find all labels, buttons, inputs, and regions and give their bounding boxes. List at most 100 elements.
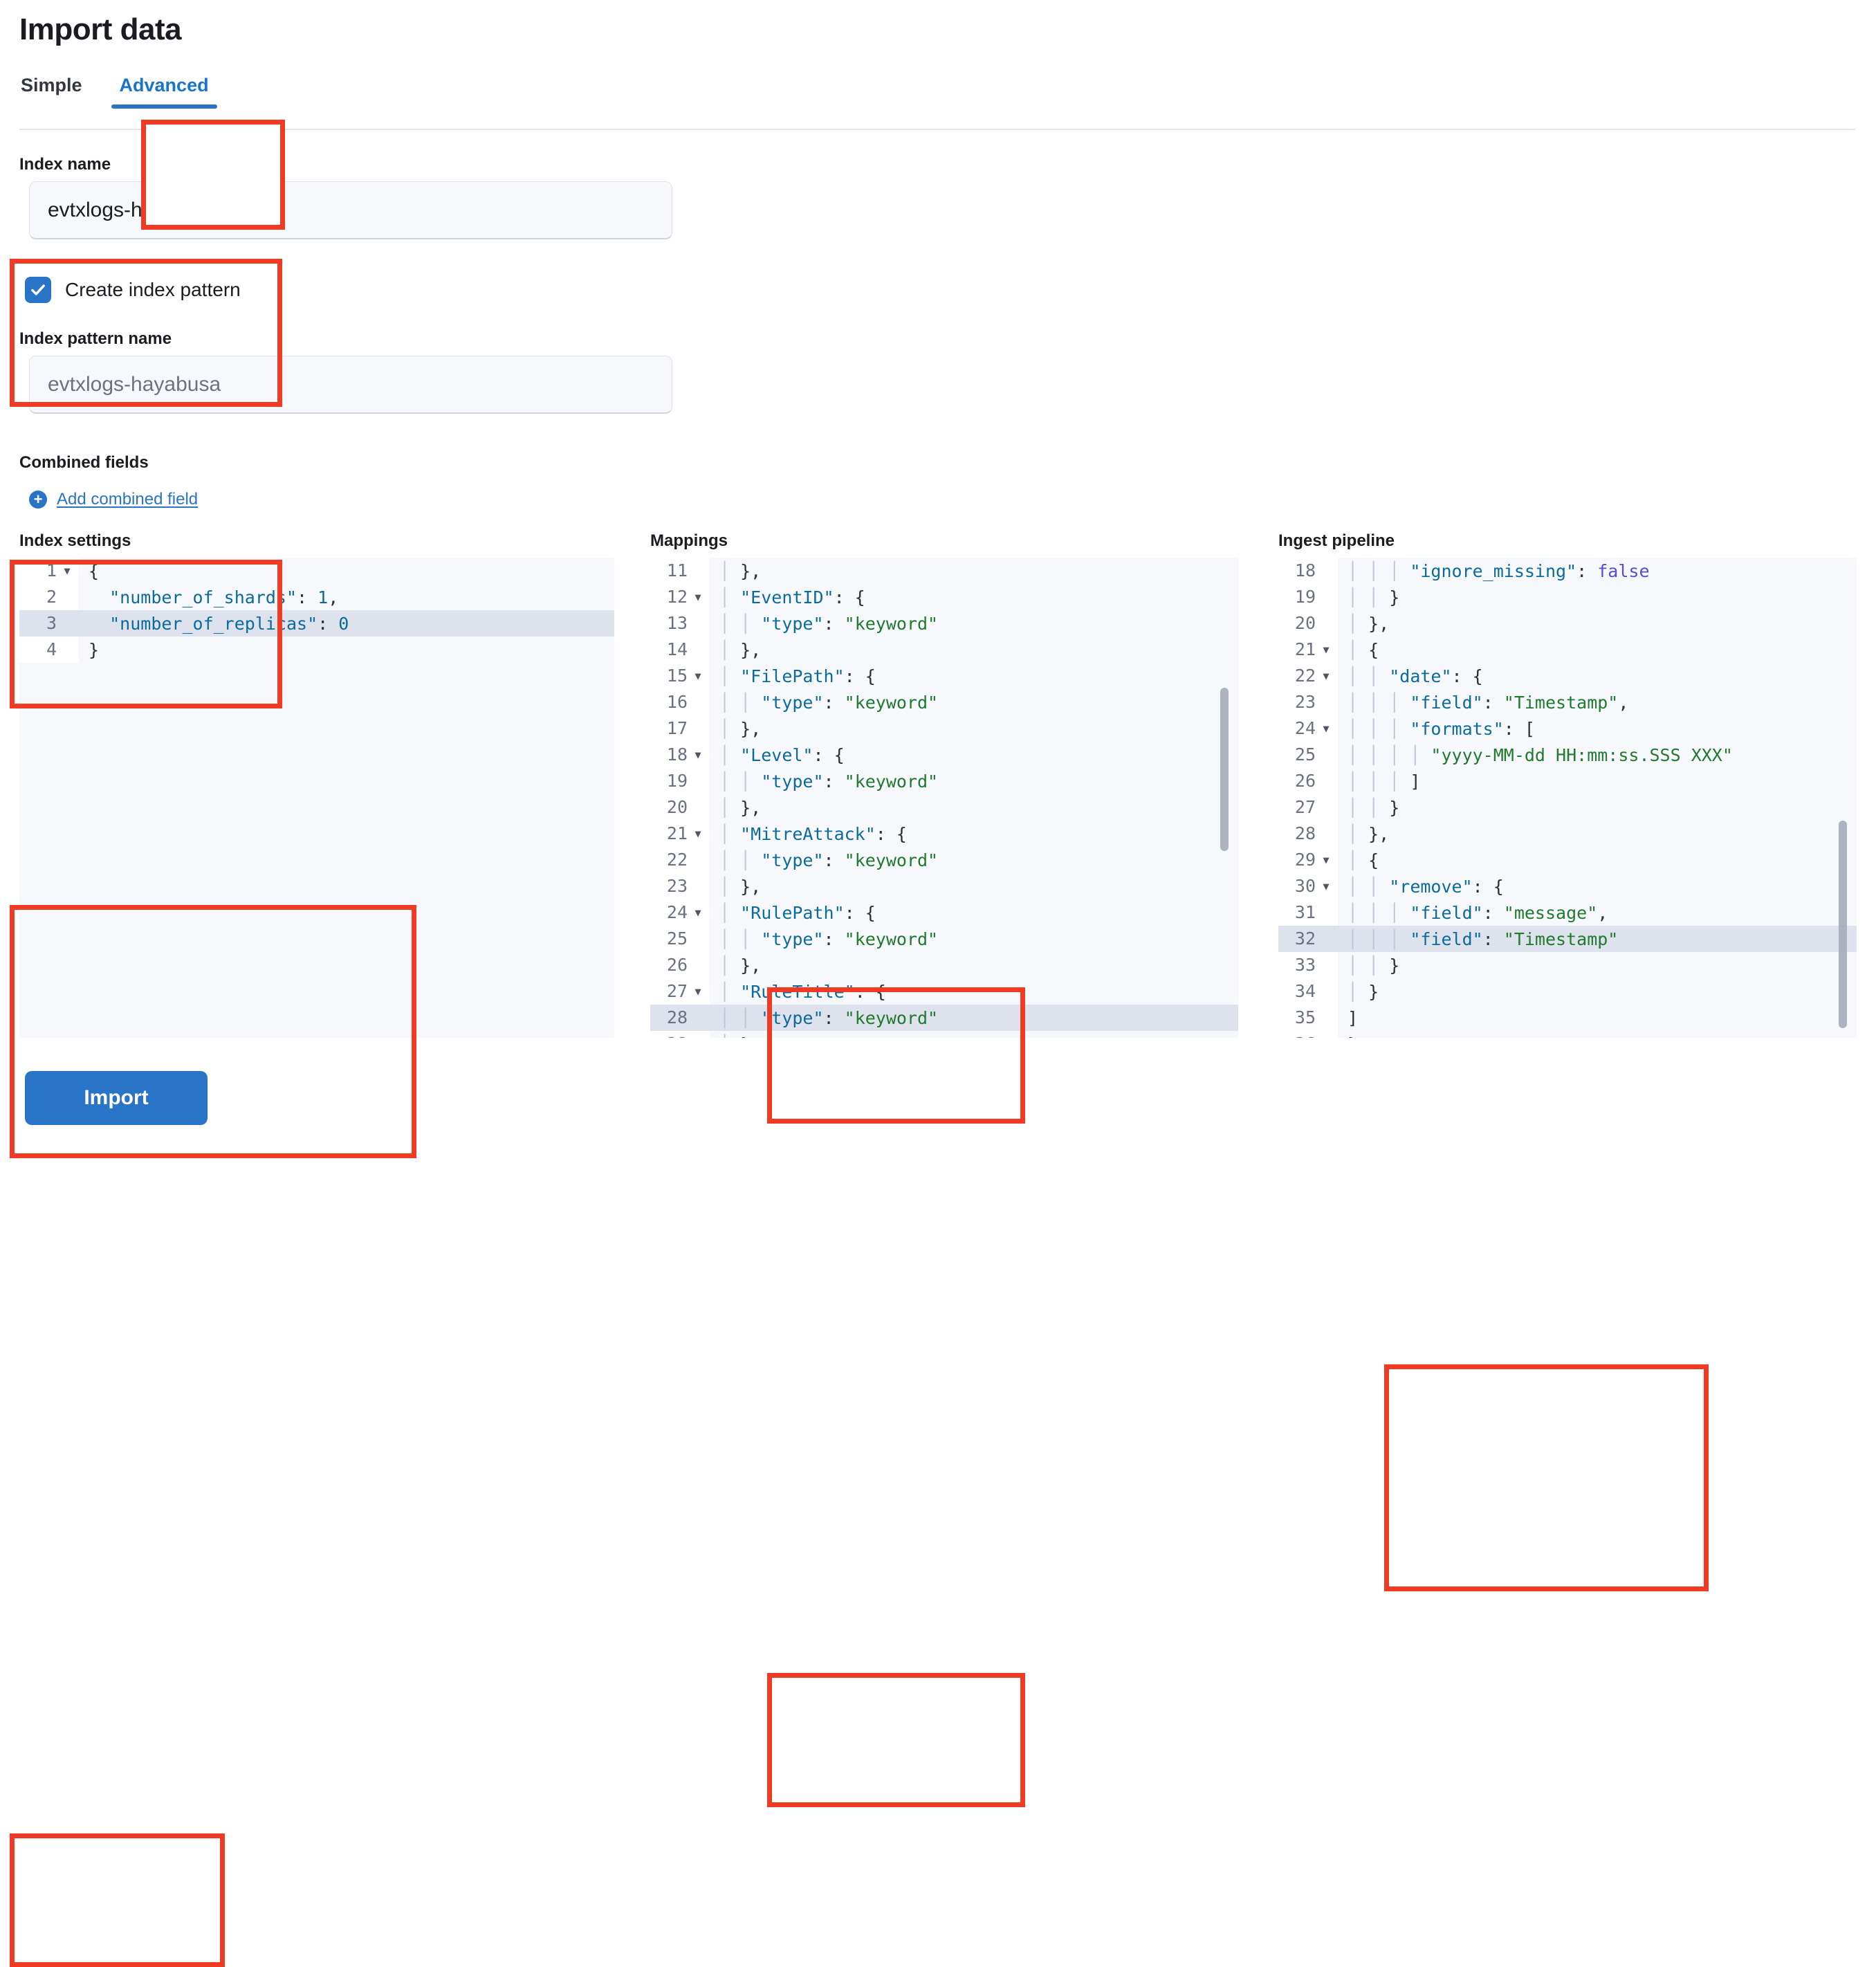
code-line[interactable]: 26│ }, <box>650 952 1238 978</box>
code-text: │ │ │ "formats": [ <box>1348 718 1535 739</box>
code-text: │ │ │ "field": "message", <box>1348 902 1608 923</box>
code-text: │ "Level": { <box>719 744 845 765</box>
tab-bar: Simple Advanced <box>19 75 231 109</box>
line-number: 22 <box>650 847 710 873</box>
code-line[interactable]: 31│ │ │ "field": "message", <box>1278 899 1857 926</box>
fold-arrow-icon[interactable]: ▼ <box>1323 853 1330 866</box>
code-line[interactable]: 29│ }, <box>650 1031 1238 1038</box>
code-line[interactable]: 22│ │ "type": "keyword" <box>650 847 1238 873</box>
fold-arrow-icon[interactable]: ▼ <box>695 827 701 840</box>
code-text: │ │ │ "field": "Timestamp" <box>1348 928 1619 949</box>
mappings-scrollbar[interactable] <box>1220 688 1229 851</box>
fold-arrow-icon[interactable]: ▼ <box>695 669 701 682</box>
code-line[interactable]: 19│ │ "type": "keyword" <box>650 768 1238 794</box>
code-line[interactable]: 25│ │ "type": "keyword" <box>650 926 1238 952</box>
fold-arrow-icon[interactable]: ▼ <box>695 985 701 998</box>
line-number: 21▼ <box>1278 637 1338 663</box>
fold-arrow-icon[interactable]: ▼ <box>1323 722 1330 735</box>
code-line[interactable]: 15▼│ "FilePath": { <box>650 663 1238 689</box>
check-icon <box>31 284 45 295</box>
code-line[interactable]: 24▼│ "RulePath": { <box>650 899 1238 926</box>
line-number: 22▼ <box>1278 663 1338 689</box>
code-line[interactable]: 22▼│ │ "date": { <box>1278 663 1857 689</box>
code-text: │ │ "type": "keyword" <box>719 1007 939 1028</box>
code-text: │ }, <box>1348 613 1390 634</box>
code-text: │ │ "remove": { <box>1348 876 1504 897</box>
code-text: │ │ │ "field": "Timestamp", <box>1348 692 1629 713</box>
code-text: │ │ "type": "keyword" <box>719 613 939 634</box>
code-text: "number_of_replicas": 0 <box>109 613 349 634</box>
code-line[interactable]: 36} <box>1278 1031 1857 1038</box>
code-line[interactable]: 13│ │ "type": "keyword" <box>650 610 1238 637</box>
line-number: 36 <box>1278 1031 1338 1038</box>
code-line[interactable]: 20│ }, <box>650 794 1238 821</box>
code-text: } <box>89 639 100 660</box>
fold-arrow-icon[interactable]: ▼ <box>1323 643 1330 656</box>
index-name-input[interactable]: evtxlogs-hayabusa <box>29 181 672 239</box>
add-combined-field-button[interactable]: + Add combined field <box>29 490 198 509</box>
code-line[interactable]: 27▼│ "RuleTitle": { <box>650 978 1238 1005</box>
code-line[interactable]: 3 "number_of_replicas": 0 <box>19 610 614 637</box>
ingest-pipeline-scrollbar[interactable] <box>1839 821 1847 1028</box>
index-pattern-name-label: Index pattern name <box>19 329 172 348</box>
code-line[interactable]: 1▼{ <box>19 558 614 584</box>
create-index-pattern-label: Create index pattern <box>65 279 241 300</box>
index-settings-editor[interactable]: 1▼{2 "number_of_shards": 1,3 "number_of_… <box>19 558 614 1038</box>
line-number: 33 <box>1278 952 1338 978</box>
code-text: "number_of_shards": 1, <box>109 587 339 607</box>
line-number: 20 <box>650 794 710 821</box>
code-line[interactable]: 18│ │ │ "ignore_missing": false <box>1278 558 1857 584</box>
code-text: │ │ "type": "keyword" <box>719 928 939 949</box>
code-line[interactable]: 26│ │ │ ] <box>1278 768 1857 794</box>
code-text: │ "FilePath": { <box>719 666 876 686</box>
code-line[interactable]: 33 │ │ } <box>1278 952 1857 978</box>
code-line[interactable]: 24▼│ │ │ "formats": [ <box>1278 715 1857 742</box>
code-text: │ │ "type": "keyword" <box>719 771 939 792</box>
code-line[interactable]: 23│ }, <box>650 873 1238 899</box>
line-number: 18▼ <box>650 742 710 768</box>
fold-arrow-icon[interactable]: ▼ <box>695 748 701 761</box>
code-line[interactable]: 17│ }, <box>650 715 1238 742</box>
create-index-pattern-row[interactable]: Create index pattern <box>25 277 241 303</box>
code-line[interactable]: 28│ │ "type": "keyword" <box>650 1005 1238 1031</box>
code-line[interactable]: 11│ }, <box>650 558 1238 584</box>
import-button[interactable]: Import <box>25 1071 208 1125</box>
plus-circle-icon: + <box>29 491 47 509</box>
fold-arrow-icon[interactable]: ▼ <box>695 590 701 603</box>
code-line[interactable]: 18▼ │ "Level": { <box>650 742 1238 768</box>
code-text: │ │ } <box>1348 955 1400 976</box>
mappings-editor[interactable]: 11│ },12▼│ "EventID": {13│ │ "type": "ke… <box>650 558 1238 1038</box>
line-number: 27 <box>1278 794 1338 821</box>
code-line[interactable]: 29▼│ { <box>1278 847 1857 873</box>
code-line[interactable]: 35] <box>1278 1005 1857 1031</box>
code-line[interactable]: 4} <box>19 637 614 663</box>
code-line[interactable]: 20│ }, <box>1278 610 1857 637</box>
code-line[interactable]: 28│ }, <box>1278 821 1857 847</box>
line-number: 16 <box>650 689 710 715</box>
code-line[interactable]: 32│ │ │ "field": "Timestamp" <box>1278 926 1857 952</box>
line-number: 23 <box>650 873 710 899</box>
fold-arrow-icon[interactable]: ▼ <box>695 906 701 919</box>
tab-simple[interactable]: Simple <box>21 75 82 95</box>
code-line[interactable]: 30▼│ │ "remove": { <box>1278 873 1857 899</box>
fold-arrow-icon[interactable]: ▼ <box>64 564 71 577</box>
code-line[interactable]: 14│ }, <box>650 637 1238 663</box>
code-line[interactable]: 19│ │ } <box>1278 584 1857 610</box>
code-line[interactable]: 25│ │ │ │ "yyyy-MM-dd HH:mm:ss.SSS XXX" <box>1278 742 1857 768</box>
fold-arrow-icon[interactable]: ▼ <box>1323 879 1330 893</box>
create-index-pattern-checkbox[interactable] <box>25 277 51 303</box>
code-line[interactable]: 12▼│ "EventID": { <box>650 584 1238 610</box>
code-line[interactable]: 16│ │ "type": "keyword" <box>650 689 1238 715</box>
code-line[interactable]: 34│ } <box>1278 978 1857 1005</box>
code-line[interactable]: 2 "number_of_shards": 1, <box>19 584 614 610</box>
code-line[interactable]: 23│ │ │ "field": "Timestamp", <box>1278 689 1857 715</box>
code-text: │ }, <box>1348 823 1390 844</box>
line-number: 35 <box>1278 1005 1338 1031</box>
index-pattern-name-input[interactable]: evtxlogs-hayabusa <box>29 356 672 414</box>
code-line[interactable]: 21▼│ "MitreAttack": { <box>650 821 1238 847</box>
fold-arrow-icon[interactable]: ▼ <box>1323 669 1330 682</box>
tab-advanced[interactable]: Advanced <box>98 75 231 109</box>
code-line[interactable]: 27│ │ } <box>1278 794 1857 821</box>
code-line[interactable]: 21▼│ { <box>1278 637 1857 663</box>
